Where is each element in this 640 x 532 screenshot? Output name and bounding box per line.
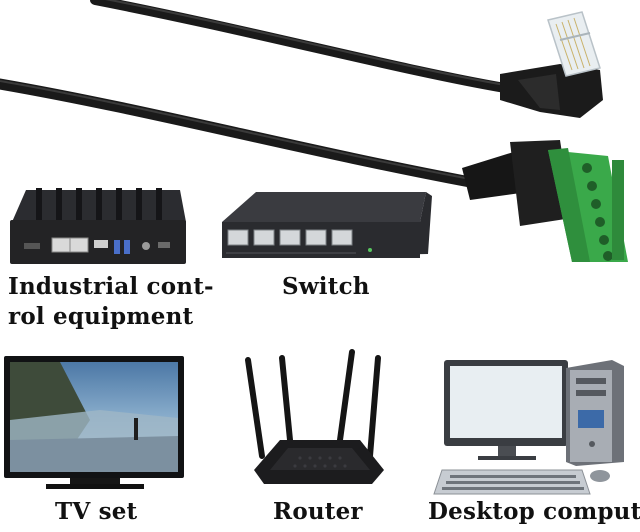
router-icon xyxy=(245,349,384,484)
label-industrial-line1: Industrial cont- xyxy=(8,273,214,300)
desktop-computer-icon xyxy=(433,360,624,495)
label-switch: Switch xyxy=(282,273,370,300)
label-router: Router xyxy=(273,498,363,525)
terminal-cable xyxy=(0,78,628,262)
switch-icon xyxy=(222,192,432,258)
rj45-plug xyxy=(547,11,601,77)
tv-icon xyxy=(4,356,184,489)
screw-terminal-block xyxy=(548,148,628,262)
industrial-pc-icon xyxy=(10,188,186,264)
label-desktop: Desktop computer xyxy=(428,498,640,525)
label-industrial-line2: rol equipment xyxy=(8,303,194,330)
label-tv: TV set xyxy=(55,498,138,525)
rj45-cable xyxy=(90,0,603,118)
